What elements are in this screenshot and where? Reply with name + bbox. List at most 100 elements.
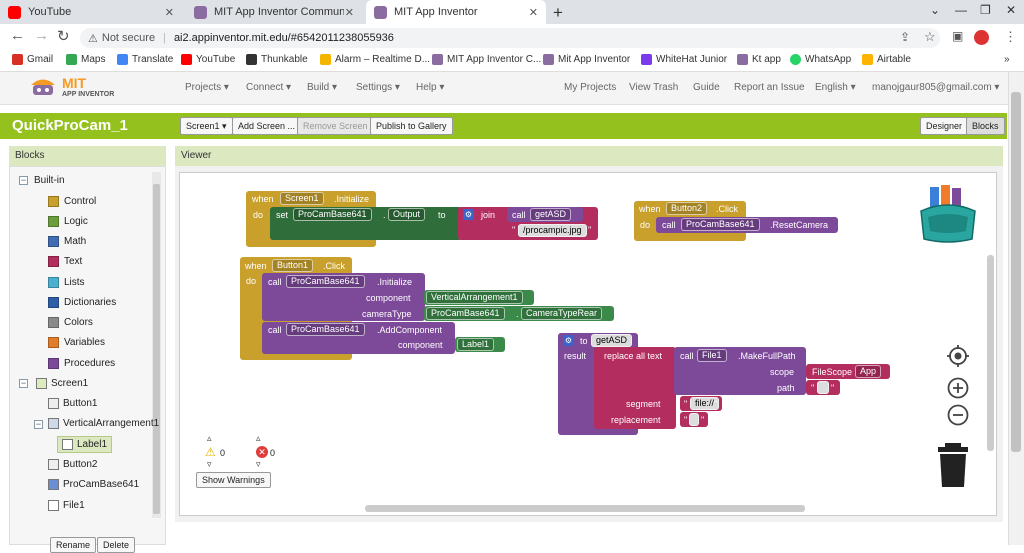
component-procambase641[interactable]: ProCamBase641 xyxy=(48,479,139,490)
reload-icon[interactable]: ↻ xyxy=(57,28,70,45)
tree-builtin[interactable]: Built-in xyxy=(34,175,65,186)
menu-settings[interactable]: Settings ▾ xyxy=(356,82,400,93)
replace-all-block[interactable] xyxy=(594,347,676,429)
close-window-button[interactable]: ✕ xyxy=(1006,3,1017,17)
add-screen-button[interactable]: Add Screen ... xyxy=(232,117,302,135)
filescope-block[interactable] xyxy=(806,364,890,379)
share-icon[interactable]: ⇪ xyxy=(900,30,911,44)
close-tab-icon[interactable]: ✕ xyxy=(528,6,538,19)
string-field[interactable]: file:// xyxy=(690,397,720,410)
error-prev-arrow[interactable]: ▵ xyxy=(256,433,261,443)
bookmark-alarm[interactable]: Alarm – Realtime D... xyxy=(320,54,430,65)
delete-button[interactable]: Delete xyxy=(97,537,136,553)
error-next-arrow[interactable]: ▿ xyxy=(256,459,261,469)
workspace-vertical-scrollbar[interactable] xyxy=(987,255,994,451)
account-dropdown[interactable]: manojgaur805@gmail.com ▾ xyxy=(872,82,1000,93)
gear-icon[interactable]: ⚙ xyxy=(463,209,474,220)
rename-button[interactable]: Rename xyxy=(50,537,97,553)
category-control[interactable]: Control xyxy=(48,196,96,207)
bookmark-gmail[interactable]: Gmail xyxy=(12,54,53,65)
component-button1[interactable]: Button1 xyxy=(48,398,97,409)
zoom-out-icon[interactable] xyxy=(947,404,969,426)
bookmark-whitehat[interactable]: WhiteHat Junior xyxy=(641,54,727,65)
call-method-block-makefullpath[interactable] xyxy=(674,347,806,395)
camera-type-dropdown[interactable]: CameraTypeRear xyxy=(521,307,603,320)
address-bar[interactable]: ⚠ Not secure | ai2.appinventor.mit.edu/#… xyxy=(80,28,940,48)
forward-icon[interactable]: → xyxy=(34,27,49,44)
designer-button[interactable]: Designer xyxy=(920,117,969,135)
category-variables[interactable]: Variables xyxy=(48,337,105,348)
remove-screen-button[interactable]: Remove Screen xyxy=(297,117,374,135)
blocks-button[interactable]: Blocks xyxy=(966,117,1005,135)
trash-icon[interactable] xyxy=(936,443,970,487)
page-scrollbar-thumb[interactable] xyxy=(1011,92,1021,452)
call-procedure-block[interactable] xyxy=(507,207,583,222)
component-dropdown[interactable]: File1 xyxy=(697,349,727,362)
category-text[interactable]: Text xyxy=(48,256,82,267)
minimize-button[interactable]: — xyxy=(955,3,967,17)
close-tab-icon[interactable]: ✕ xyxy=(164,6,174,19)
bookmark-mit-app-inventor[interactable]: Mit App Inventor xyxy=(543,54,630,65)
component-dropdown[interactable]: ProCamBase641 xyxy=(426,307,505,320)
menu-projects[interactable]: Projects ▾ xyxy=(185,82,229,93)
component-dropdown[interactable]: Label1 xyxy=(457,338,495,351)
menu-connect[interactable]: Connect ▾ xyxy=(246,82,292,93)
zoom-in-icon[interactable] xyxy=(947,377,969,399)
category-math[interactable]: Math xyxy=(48,236,86,247)
bookmark-mit-community[interactable]: MIT App Inventor C... xyxy=(432,54,541,65)
call-method-block-initialize[interactable] xyxy=(262,273,425,321)
category-lists[interactable]: Lists xyxy=(48,277,85,288)
component-dropdown[interactable]: ProCamBase641 xyxy=(681,218,760,231)
menu-help[interactable]: Help ▾ xyxy=(416,82,445,93)
property-dropdown[interactable]: Output xyxy=(388,208,426,221)
component-dropdown[interactable]: ProCamBase641 xyxy=(293,208,372,221)
call-method-block-resetcamera[interactable] xyxy=(656,217,838,233)
category-colors[interactable]: Colors xyxy=(48,317,93,328)
show-warnings-button[interactable]: Show Warnings xyxy=(196,472,271,488)
component-button2[interactable]: Button2 xyxy=(48,459,97,470)
component-dropdown[interactable]: Button1 xyxy=(272,259,314,272)
link-report-issue[interactable]: Report an Issue xyxy=(734,82,805,93)
component-screen1[interactable]: Screen1 xyxy=(36,378,88,389)
component-dropdown[interactable]: ProCamBase641 xyxy=(286,323,365,336)
collapse-screen1-toggle[interactable]: − xyxy=(19,378,28,388)
bookmark-youtube[interactable]: YouTube xyxy=(181,54,235,65)
call-method-block-addcomponent[interactable] xyxy=(262,322,455,354)
tab-search-icon[interactable]: ⌄ xyxy=(930,3,941,17)
more-bookmarks-icon[interactable]: » xyxy=(1004,54,1010,65)
center-workspace-icon[interactable] xyxy=(947,345,969,367)
menu-kebab-icon[interactable]: ⋮ xyxy=(1004,29,1017,44)
link-view-trash[interactable]: View Trash xyxy=(629,82,679,93)
component-label1[interactable]: Label1 xyxy=(57,436,113,453)
category-dictionaries[interactable]: Dictionaries xyxy=(48,297,116,308)
publish-gallery-button[interactable]: Publish to Gallery xyxy=(370,117,453,135)
bookmark-ktapp[interactable]: Kt app xyxy=(737,54,781,65)
collapse-builtin-toggle[interactable]: − xyxy=(19,175,28,185)
tab-community[interactable]: MIT App Inventor Community - T ✕ xyxy=(186,0,362,24)
url-text[interactable]: ai2.appinventor.mit.edu/#654201123805593… xyxy=(173,32,394,44)
bookmark-thunkable[interactable]: Thunkable xyxy=(246,54,308,65)
menu-build[interactable]: Build ▾ xyxy=(307,82,338,93)
component-file1[interactable]: File1 xyxy=(48,500,85,511)
filescope-dropdown[interactable]: App xyxy=(855,365,882,378)
component-verticalarrangement1[interactable]: VerticalArrangement1 xyxy=(48,418,159,429)
app-inventor-logo[interactable] xyxy=(28,76,58,100)
category-logic[interactable]: Logic xyxy=(48,216,88,227)
component-dropdown[interactable]: Screen1 xyxy=(280,192,324,205)
bookmark-airtable[interactable]: Airtable xyxy=(862,54,911,65)
warning-next-arrow[interactable]: ▿ xyxy=(207,459,212,469)
string-field[interactable]: /procampic.jpg xyxy=(518,224,587,237)
camera-type-block[interactable] xyxy=(424,306,614,321)
string-field[interactable] xyxy=(689,413,699,426)
component-block-verticalarrangement1[interactable] xyxy=(424,290,534,305)
blocks-panel-scrollbar-thumb[interactable] xyxy=(153,184,160,514)
restore-button[interactable]: ❐ xyxy=(980,3,991,17)
back-icon[interactable]: ← xyxy=(10,27,25,44)
link-guide[interactable]: Guide xyxy=(693,82,720,93)
warning-prev-arrow[interactable]: ▵ xyxy=(207,433,212,443)
setter-block-output[interactable] xyxy=(270,207,462,240)
bookmark-translate[interactable]: Translate xyxy=(117,54,173,65)
gear-icon[interactable]: ⚙ xyxy=(563,335,574,346)
language-dropdown[interactable]: English ▾ xyxy=(815,82,856,93)
side-panel-icon[interactable]: ▣ xyxy=(952,29,964,43)
